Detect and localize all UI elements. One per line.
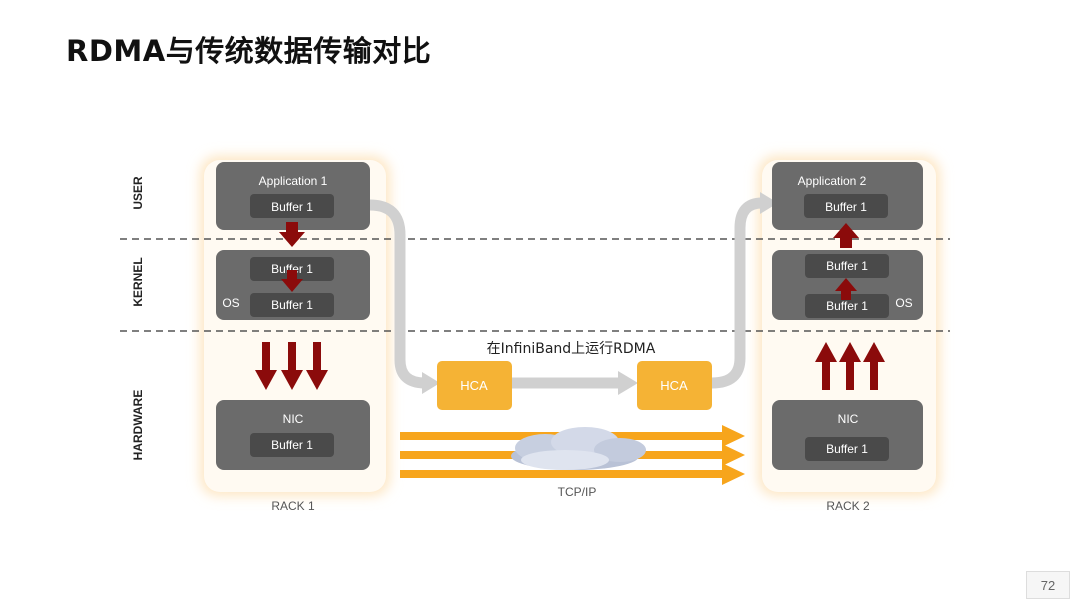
page-title: RDMA与传统数据传输对比 — [66, 34, 432, 68]
rack-2-label: RACK 2 — [826, 499, 870, 513]
rack-2-kernel-buffer-top — [805, 254, 889, 278]
page-number: 72 — [1026, 571, 1070, 599]
rack-1-arrow-down-2 — [281, 342, 303, 390]
rack-2-app-buffer-label: Buffer 1 — [825, 200, 867, 214]
rack-2-nic-label: NIC — [838, 412, 859, 426]
hca-right: HCA — [637, 361, 712, 410]
rack-1-os-label: OS — [222, 296, 239, 310]
rack-1-kernel-buffer-bottom-label: Buffer 1 — [271, 298, 313, 312]
rack-1-nic-buffer-label: Buffer 1 — [271, 438, 313, 452]
rack-2-arrow-up-3 — [863, 342, 885, 390]
rack-2-arrow-up-1 — [815, 342, 837, 390]
rdma-bypass-path — [364, 192, 778, 395]
tcp-ip-label: TCP/IP — [558, 485, 597, 499]
rdma-caption: 在InfiniBand上运行RDMA — [487, 341, 656, 357]
rack-1-application-label: Application 1 — [259, 174, 328, 188]
rack-2-arrow-kernel-copy — [835, 278, 857, 300]
rack-1-nic-buffer — [250, 433, 334, 457]
rack-1-arrow-down-3 — [306, 342, 328, 390]
rack-2-nic-buffer-label: Buffer 1 — [826, 442, 868, 456]
rack-2-kernel-buffer-bottom — [805, 294, 889, 318]
rack-1-app-buffer — [250, 194, 334, 218]
layer-label-kernel: KERNEL — [131, 257, 145, 306]
rack-2-nic-buffer — [805, 437, 889, 461]
rack-2-kernel-buffer-top-label: Buffer 1 — [826, 259, 868, 273]
network-cloud-icon — [511, 427, 646, 470]
rack-2-kernel-buffer-bottom-label: Buffer 1 — [826, 299, 868, 313]
rack-1-label: RACK 1 — [271, 499, 315, 513]
rack-2: Application 2 Buffer 1 Buffer 1 Buffer 1… — [772, 162, 923, 513]
hca-left: HCA — [437, 361, 512, 410]
hca-right-label: HCA — [660, 378, 688, 393]
hca-left-label: HCA — [460, 378, 488, 393]
rack-1-kernel-buffer-top-label: Buffer 1 — [271, 262, 313, 276]
rack-1-kernel-buffer-bottom — [250, 293, 334, 317]
rack-1-arrow-kernel-copy — [281, 270, 303, 292]
rack-1-arrow-app-to-kernel — [279, 222, 305, 247]
layer-label-hardware: HARDWARE — [131, 390, 145, 461]
rack-1-kernel-buffer-top — [250, 257, 334, 281]
rack-1: Application 1 Buffer 1 Buffer 1 OS Buffe… — [216, 162, 370, 513]
layer-label-user: USER — [131, 176, 145, 210]
rack-2-arrow-up-2 — [839, 342, 861, 390]
rack-1-app-buffer-label: Buffer 1 — [271, 200, 313, 214]
rack-2-os-label: OS — [895, 296, 912, 310]
rack-1-arrow-down-1 — [255, 342, 277, 390]
rack-1-nic-label: NIC — [283, 412, 304, 426]
rack-2-application-label: Application 2 — [798, 174, 867, 188]
rack-2-app-buffer — [804, 194, 888, 218]
rack-2-arrow-kernel-to-app — [833, 223, 859, 248]
